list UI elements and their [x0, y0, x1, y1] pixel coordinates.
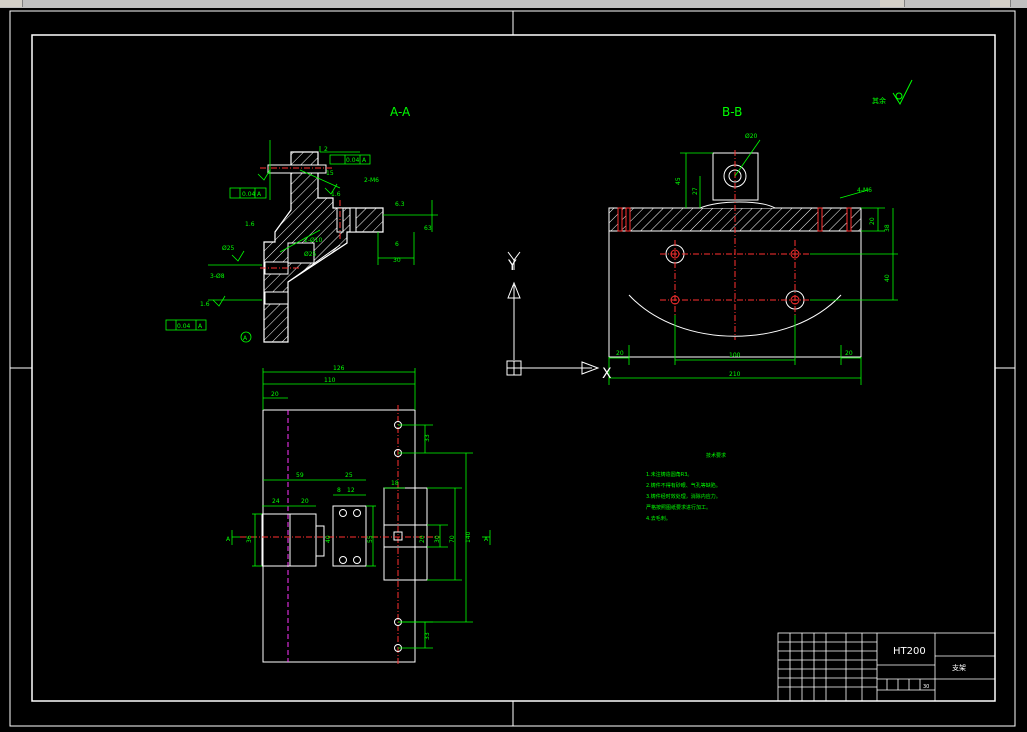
svg-text:2-M6: 2-M6 — [364, 177, 379, 184]
toolbar-tab[interactable] — [0, 0, 23, 7]
svg-text:严格按照图纸要求进行加工。: 严格按照图纸要求进行加工。 — [646, 504, 711, 511]
sheet-border — [9, 10, 1016, 727]
svg-text:2-Ø10: 2-Ø10 — [304, 237, 323, 244]
toolbar-tab[interactable] — [990, 0, 1011, 7]
svg-text:55: 55 — [367, 535, 374, 543]
svg-text:110: 110 — [324, 377, 336, 384]
svg-text:59: 59 — [296, 472, 304, 479]
svg-text:Ø20: Ø20 — [745, 133, 758, 140]
svg-text:8: 8 — [337, 487, 341, 494]
ucs-x-mark: X — [602, 366, 612, 382]
svg-text:30: 30 — [434, 535, 441, 543]
svg-text:技术要求: 技术要求 — [706, 452, 726, 459]
svg-text:20: 20 — [869, 217, 876, 225]
svg-text:1.6: 1.6 — [245, 221, 255, 228]
svg-text:210: 210 — [729, 371, 741, 378]
section-title-bb: B-B — [722, 105, 742, 119]
ucs-axis-icon — [506, 251, 600, 376]
svg-text:1.6: 1.6 — [200, 301, 210, 308]
svg-text:18: 18 — [391, 480, 399, 487]
plan-view-dimensions — [231, 368, 491, 649]
svg-text:2: 2 — [324, 146, 328, 153]
material-label: HT200 — [893, 646, 926, 657]
svg-text:40: 40 — [325, 535, 332, 543]
plan-view — [240, 405, 440, 665]
title-block — [777, 632, 996, 702]
svg-text:70: 70 — [449, 535, 456, 543]
part-name: 支架 — [952, 663, 966, 672]
svg-text:A: A — [243, 335, 248, 342]
svg-text:15: 15 — [326, 170, 334, 177]
svg-text:1.未注铸造圆角R3。: 1.未注铸造圆角R3。 — [646, 471, 692, 478]
plan-view-dim-text: 126 110 20 59 25 8 12 24 20 18 33 36 40 … — [226, 365, 489, 640]
section-title-aa: A-A — [390, 105, 411, 119]
svg-text:0.04: 0.04 — [242, 191, 256, 198]
svg-text:33: 33 — [424, 434, 431, 442]
svg-text:40: 40 — [884, 274, 891, 282]
svg-text:36: 36 — [246, 535, 253, 543]
section-aa-dim-text: 2 0.04 A 15 2-M6 1.6 63 30 6.3 6 0.04 A … — [177, 146, 432, 342]
roughness-symbol — [892, 79, 913, 106]
svg-text:100: 100 — [729, 352, 741, 359]
svg-text:0.04: 0.04 — [346, 157, 360, 164]
svg-text:33: 33 — [424, 632, 431, 640]
roughness-note: 其余 — [872, 96, 886, 105]
svg-text:6.3: 6.3 — [395, 201, 405, 208]
svg-text:6: 6 — [395, 241, 399, 248]
svg-text:63: 63 — [424, 225, 432, 232]
svg-text:45: 45 — [675, 177, 682, 185]
svg-text:12: 12 — [347, 487, 355, 494]
svg-text:3.铸件经时效处理，消除内应力。: 3.铸件经时效处理，消除内应力。 — [646, 493, 721, 500]
svg-text:A: A — [362, 157, 367, 164]
svg-text:24: 24 — [272, 498, 280, 505]
section-bb-view — [608, 150, 862, 358]
svg-text:4-M6: 4-M6 — [857, 187, 872, 194]
svg-text:A: A — [484, 536, 489, 543]
svg-text:20: 20 — [419, 535, 426, 543]
svg-text:Ø25: Ø25 — [222, 245, 235, 252]
svg-text:4.去毛刺。: 4.去毛刺。 — [646, 515, 671, 522]
svg-text:20: 20 — [301, 498, 309, 505]
svg-text:A: A — [198, 323, 203, 330]
svg-text:2.铸件不得有砂眼、气孔等缺陷。: 2.铸件不得有砂眼、气孔等缺陷。 — [646, 482, 721, 489]
svg-text:A: A — [257, 191, 262, 198]
svg-text:20: 20 — [616, 350, 624, 357]
svg-text:25: 25 — [345, 472, 353, 479]
svg-text:1.6: 1.6 — [331, 191, 341, 198]
svg-text:126: 126 — [333, 365, 345, 372]
scale-cell: 30 — [923, 684, 929, 690]
technical-requirements: 技术要求 1.未注铸造圆角R3。 2.铸件不得有砂眼、气孔等缺陷。 3.铸件经时… — [646, 452, 726, 522]
section-aa-dimensions — [165, 140, 438, 343]
svg-text:Ø25: Ø25 — [304, 251, 317, 258]
svg-text:3-Ø8: 3-Ø8 — [210, 273, 225, 280]
ucs-y-label: Y — [507, 258, 517, 274]
svg-text:38: 38 — [884, 224, 891, 232]
svg-text:30: 30 — [393, 257, 401, 264]
application-top-bar — [0, 0, 1027, 8]
section-bb-dimensions — [608, 139, 898, 385]
svg-text:27: 27 — [692, 187, 699, 195]
toolbar-tab[interactable] — [880, 0, 905, 7]
section-bb-dim-text: Ø20 45 27 4-M6 20 38 40 100 20 20 210 — [616, 133, 891, 378]
svg-text:140: 140 — [465, 531, 472, 543]
svg-text:20: 20 — [271, 391, 279, 398]
svg-text:20: 20 — [845, 350, 853, 357]
svg-text:A: A — [226, 536, 231, 543]
section-aa-view — [260, 151, 384, 343]
svg-text:0.04: 0.04 — [177, 323, 191, 330]
